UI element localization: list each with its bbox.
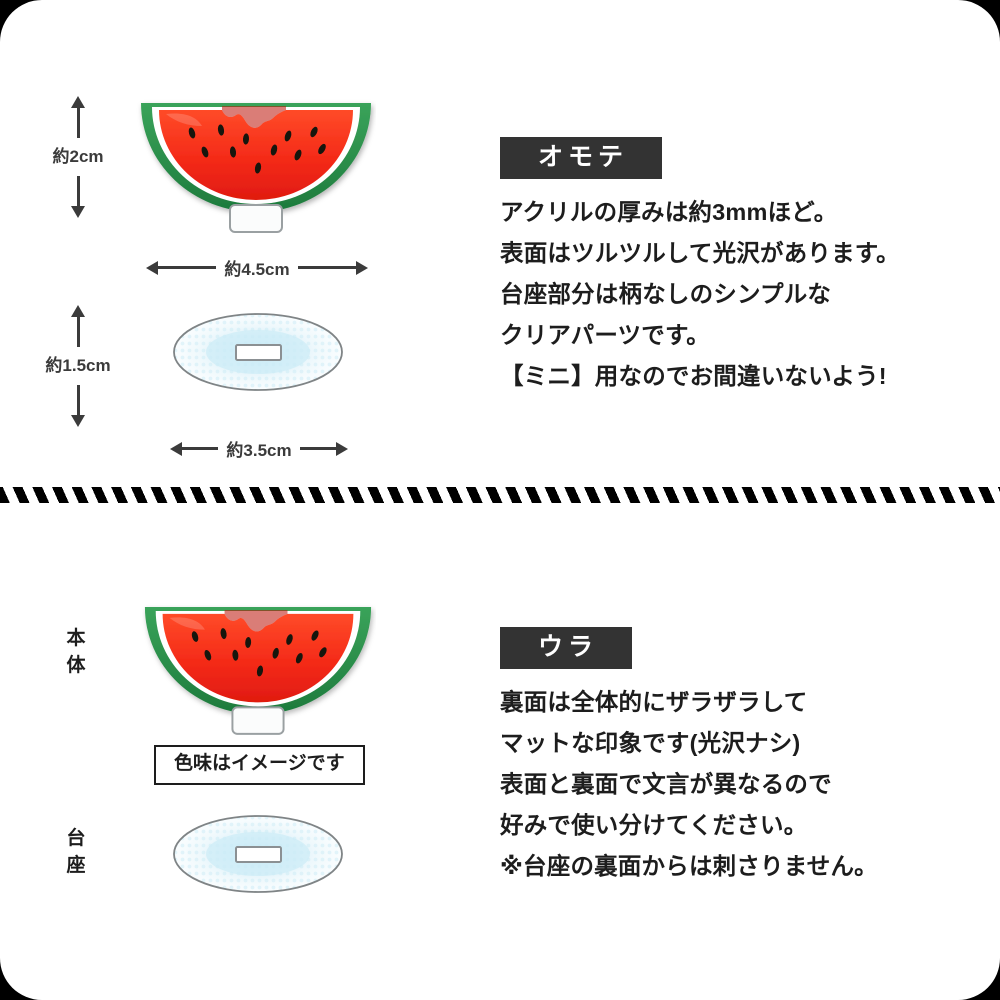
watermelon-slice-icon-back bbox=[140, 595, 376, 743]
arrow-left-icon bbox=[146, 260, 158, 275]
oval-base-icon bbox=[172, 312, 344, 392]
arrow-left-icon bbox=[170, 441, 182, 456]
arrow-up-icon bbox=[28, 305, 128, 347]
base-height-dimension-label: 約1.5cm bbox=[45, 356, 111, 375]
front-side-badge: オモテ bbox=[500, 137, 663, 180]
width-dimension-label: 約4.5cm bbox=[224, 260, 290, 279]
width-dimension-top: 約4.5cm bbox=[146, 255, 369, 280]
back-side-badge: ウラ bbox=[500, 627, 633, 670]
arrow-up-icon bbox=[28, 96, 128, 138]
diagonal-stripe-divider bbox=[0, 487, 1000, 503]
base-width-dimension-label: 約3.5cm bbox=[226, 441, 292, 460]
clear-peg bbox=[229, 204, 283, 233]
height-dimension-top: 約2cm bbox=[28, 96, 128, 218]
height-dimension-label: 約2cm bbox=[52, 147, 104, 166]
arrow-down-icon bbox=[28, 385, 128, 427]
base-part-label: 台座 bbox=[66, 828, 86, 876]
front-side-description: アクリルの厚みは約3mmほど。 表面はツルツルして光沢があります。 台座部分は柄… bbox=[500, 199, 900, 389]
clear-peg-back bbox=[231, 706, 285, 735]
arrow-right-icon bbox=[356, 260, 369, 275]
back-side-description: 裏面は全体的にザラザラして マットな印象です(光沢ナシ) 表面と裏面で文言が異な… bbox=[500, 689, 878, 879]
oval-base-icon-back bbox=[172, 814, 344, 894]
base-width-dimension: 約3.5cm bbox=[170, 436, 349, 461]
body-part-label: 本体 bbox=[66, 628, 86, 676]
arrow-right-icon bbox=[336, 441, 349, 456]
base-height-dimension: 約1.5cm bbox=[28, 305, 128, 427]
arrow-down-icon bbox=[28, 176, 128, 218]
color-disclaimer-note: 色味はイメージです bbox=[154, 745, 365, 785]
watermelon-slice-icon bbox=[136, 92, 376, 240]
